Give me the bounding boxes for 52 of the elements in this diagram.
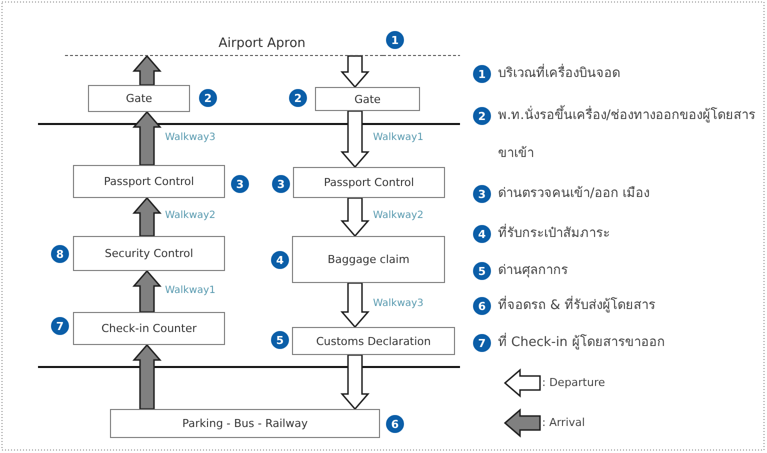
process-box: Gate [88,85,190,112]
block-arrow [132,270,162,313]
legend-description: ที่จอดรถ & ที่รับส่งผู้โดยสาร [498,287,760,325]
process-box: Security Control [73,236,225,271]
block-arrow [340,55,370,88]
callout-number: 4 [473,225,491,243]
edge-label: Walkway2 [165,210,216,221]
callout-number: 6 [473,297,491,315]
callout-number: 2 [289,89,307,107]
callout-number: 3 [231,175,249,193]
callout-number: 5 [271,331,289,349]
callout-number: 2 [473,107,491,125]
legend-description: พ.ท.นั่งรอขึ้นเครื่อง/ช่องทางออกของผู้โดยสารขาเข้า [498,97,760,173]
legend-description: ด่านตรวจคนเข้า/ออก เมือง [498,185,651,203]
block-arrow [340,197,370,238]
callout-number: 3 [272,175,290,193]
callout-number: 7 [473,334,491,352]
process-box: Check-in Counter [73,312,225,345]
process-box: Customs Declaration [292,327,455,355]
block-arrow [340,354,370,410]
legend-description: บริเวณที่เครื่องบินจอด [498,55,760,93]
callout-number: 4 [271,251,289,269]
block-arrow [132,110,162,166]
legend-text: : Arrival [542,416,585,429]
callout-number: 5 [473,262,491,280]
block-arrow [132,344,162,410]
process-box: Passport Control [293,167,445,198]
apron-line: Airport Apron [65,36,383,56]
edge-label: Walkway3 [373,298,424,309]
callout-number: 7 [51,317,69,335]
process-box: Passport Control [73,165,225,198]
callout-number: 2 [199,89,217,107]
callout-number: 8 [51,245,69,263]
callout-number: 1 [473,65,491,83]
callout-number: 3 [473,185,491,203]
legend-description: ที่รับกระเป๋าสัมภาระ [498,215,760,253]
block-arrow [340,110,370,168]
legend-description: ด่านศุลกากร [498,262,569,280]
process-box: Gate [315,87,420,111]
edge-label: Walkway2 [373,210,424,221]
block-arrow [132,196,162,237]
process-box: Parking - Bus - Railway [110,409,380,438]
edge-label: Walkway1 [165,284,216,296]
legend-description: ที่ Check-in ผู้โดยสารขาออก [498,324,760,362]
edge-label: Walkway1 [373,132,424,143]
process-box: Baggage claim [292,236,445,283]
callout-number: 1 [386,31,404,49]
edge-label: Walkway3 [165,132,216,142]
legend-text: : Departure [542,376,606,389]
block-arrow [132,54,162,86]
block-arrow [340,282,370,328]
callout-number: 6 [386,415,404,433]
